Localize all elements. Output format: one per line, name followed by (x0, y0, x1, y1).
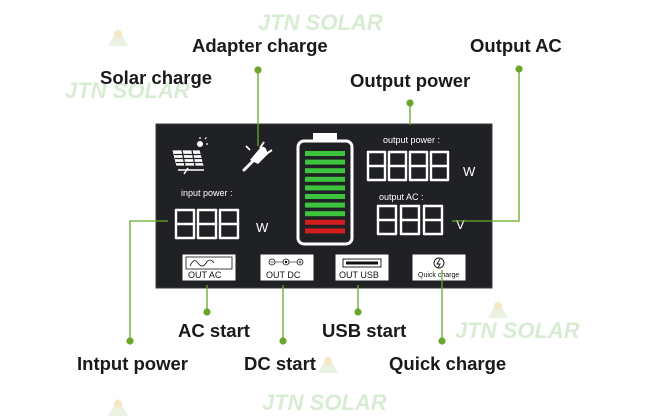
battery-bar-green (305, 211, 345, 217)
out-ac-button[interactable]: OUT AC (182, 254, 236, 281)
watermark-text: JTN SOLAR (455, 318, 580, 343)
leader-dot (515, 65, 523, 73)
watermark-text: JTN SOLAR (262, 390, 387, 415)
output-power-digits (366, 150, 450, 182)
out-usb-button[interactable]: OUT USB (335, 254, 389, 281)
output-power-caption: output power : (383, 135, 440, 145)
leader-dot (279, 337, 287, 345)
watermark-text: JTN SOLAR (258, 10, 383, 35)
watermark-logo-icon (108, 398, 128, 416)
out-ac-button-label: OUT AC (188, 270, 222, 280)
sine-wave-icon (189, 259, 215, 267)
lightning-icon (433, 257, 445, 269)
label-adapter-charge: Adapter charge (192, 35, 328, 56)
leader-dot (203, 308, 211, 316)
usb-port-tongue (346, 261, 378, 265)
battery-gauge (296, 133, 354, 246)
battery-bars (305, 151, 345, 234)
watermark-logo-icon (108, 28, 128, 46)
label-ac-start: AC start (178, 320, 250, 341)
leader-output-ac (452, 69, 520, 222)
battery-bar-green (305, 151, 345, 156)
quick-charge-button[interactable]: Quick charge (412, 254, 466, 281)
leader-dot (126, 337, 134, 345)
battery-cap (313, 133, 337, 141)
output-ac-digits (376, 204, 444, 236)
leader-dot (406, 99, 414, 107)
battery-bar-green (305, 202, 345, 208)
usb-port-icon (342, 258, 382, 268)
battery-bar-red (305, 228, 345, 234)
solar-panel-icon (171, 137, 208, 175)
dc-polarity-icon (268, 258, 304, 266)
leader-dot (254, 66, 262, 74)
label-output-power: Output power (350, 70, 470, 91)
battery-bar-green (305, 176, 345, 182)
output-ac-caption: output AC : (379, 192, 424, 202)
battery-bar-green (305, 159, 345, 165)
battery-bar-green (305, 185, 345, 191)
watermark-text: JTN SOLAR (65, 78, 190, 103)
label-usb-start: USB start (322, 320, 406, 341)
input-power-unit: W (256, 220, 269, 235)
battery-bar-green (305, 194, 345, 199)
input-power-digits (174, 208, 240, 240)
quick-charge-button-label: Quick charge (418, 272, 459, 279)
out-usb-button-label: OUT USB (339, 270, 379, 280)
leader-input-power (129, 220, 168, 341)
leader-dot (354, 308, 362, 316)
watermark-group: JTN SOLAR JTN SOLAR JTN SOLAR JTN SOLAR (65, 10, 580, 416)
out-dc-button[interactable]: OUT DC (260, 254, 314, 281)
battery-outline (296, 139, 354, 246)
label-dc-start: DC start (244, 353, 316, 374)
label-solar-charge: Solar charge (100, 67, 212, 88)
label-output-ac: Output AC (470, 35, 562, 56)
leader-lines (126, 65, 523, 345)
label-input-power: Intput power (77, 353, 188, 374)
out-dc-button-label: OUT DC (266, 270, 301, 280)
watermark-logo-icon (318, 355, 338, 373)
output-ac-unit: V (456, 217, 465, 232)
battery-bar-red (305, 219, 345, 225)
label-quick-charge: Quick charge (389, 353, 506, 374)
input-power-caption: input power : (181, 188, 233, 198)
battery-bar-green (305, 168, 345, 174)
leader-dot (438, 337, 446, 345)
adapter-plug-icon (242, 141, 273, 172)
watermark-logo-icon (488, 300, 508, 318)
output-power-unit: W (463, 164, 476, 179)
